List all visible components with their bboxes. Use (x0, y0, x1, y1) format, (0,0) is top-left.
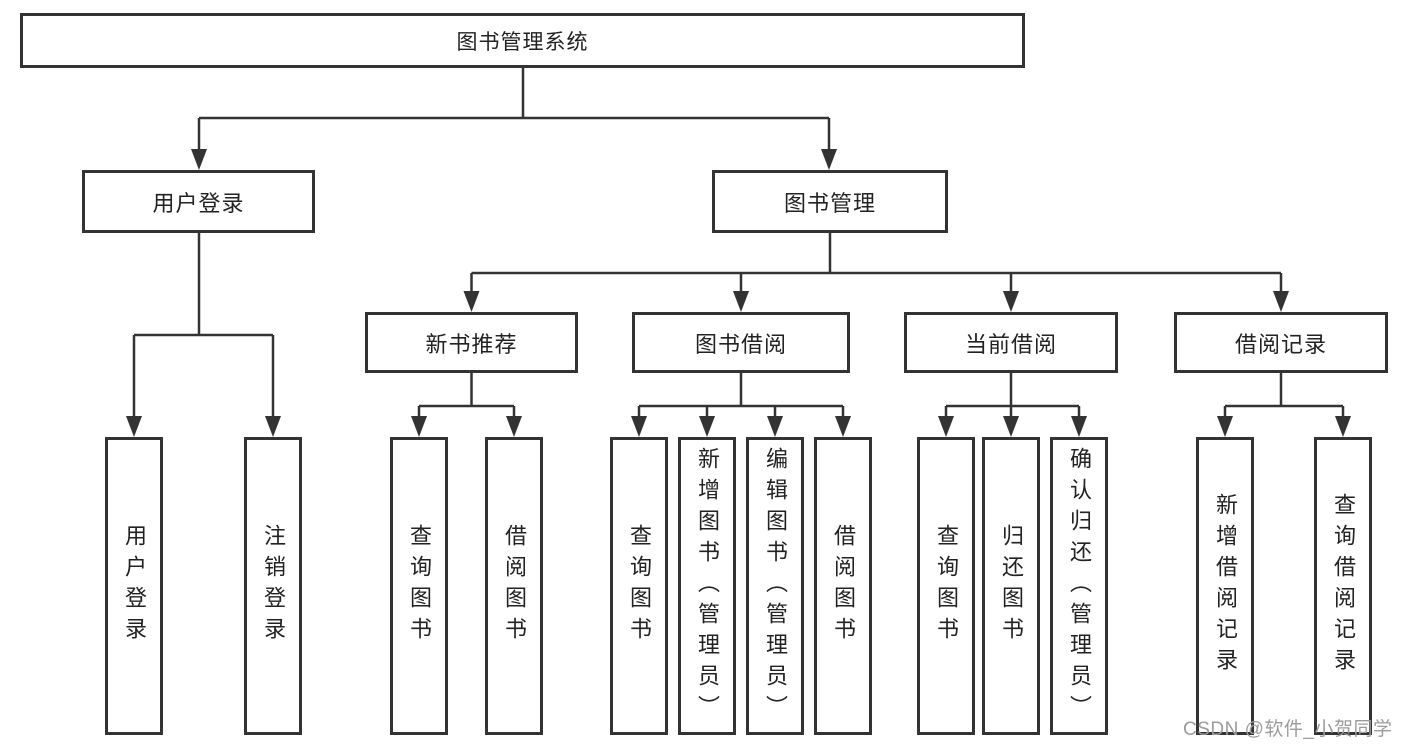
leaf-return-book: 归还图书 (982, 437, 1040, 735)
leaf-add-borrow-record: 新增借阅记录 (1196, 437, 1254, 735)
leaf-edit-book-admin: 编辑图书（管理员） (746, 437, 804, 735)
node-book-borrowing: 图书借阅 (632, 312, 850, 373)
node-current-borrowing: 当前借阅 (904, 312, 1118, 373)
leaf-confirm-return-admin: 确认归还（管理员） (1050, 437, 1108, 735)
node-borrowing-records: 借阅记录 (1174, 312, 1388, 373)
node-new-book-recommendation: 新书推荐 (365, 312, 578, 373)
leaf-borrow-books: 借阅图书 (814, 437, 872, 735)
leaf-query-books-current: 查询图书 (917, 437, 975, 735)
node-library-management-system: 图书管理系统 (20, 13, 1025, 68)
node-user-login: 用户登录 (82, 170, 315, 233)
leaf-query-books-borrowing: 查询图书 (610, 437, 668, 735)
leaf-add-book-admin: 新增图书（管理员） (678, 437, 736, 735)
leaf-borrow-books-recommend: 借阅图书 (485, 437, 543, 735)
leaf-query-books-recommend: 查询图书 (390, 437, 448, 735)
leaf-user-login: 用户登录 (105, 437, 163, 735)
leaf-query-borrow-record: 查询借阅记录 (1314, 437, 1372, 735)
arrowhead-icons (126, 149, 1351, 437)
leaf-logout: 注销登录 (244, 437, 302, 735)
csdn-watermark: CSDN @软件_小贺同学 (1183, 719, 1393, 740)
node-book-management: 图书管理 (712, 170, 948, 233)
